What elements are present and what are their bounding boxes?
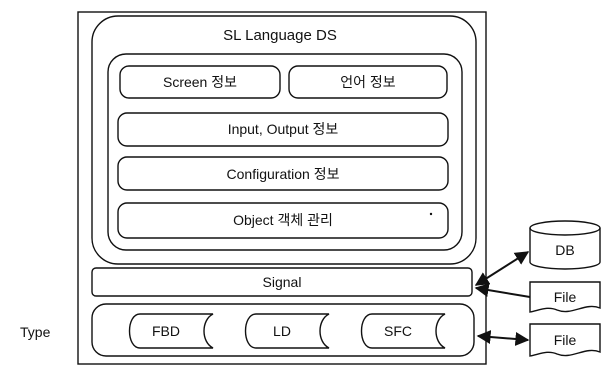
outer-frame [77,11,487,365]
diagram-title: SL Language DS [223,27,337,44]
io-info-label: Input, Output 정보 [227,121,339,137]
file-type-label: File [553,332,577,348]
ld-label: LD [273,323,291,339]
db-label: DB [555,242,575,258]
arrow-db-signal [474,251,530,286]
sfc-shape [360,313,446,349]
configuration-info-box [117,156,449,191]
signal-box [91,267,473,297]
configuration-info-label: Configuration 정보 [226,166,340,182]
arrow-file-type [476,330,530,346]
arrow-file-signal [474,283,531,298]
fbd-label: FBD [152,323,180,339]
sl-language-ds-box [91,15,477,265]
screen-info-box [119,65,281,99]
type-container [91,303,475,357]
screen-info-label: Screen 정보 [162,74,237,90]
file-signal-label: File [553,289,577,305]
file-doc-type [529,323,601,357]
stray-dot [429,212,433,216]
ld-shape [244,313,330,349]
io-info-box [117,112,449,147]
file-doc-signal [529,281,601,313]
language-info-label: 언어 정보 [340,74,396,90]
object-info-label: Object 객체 관리 [233,212,333,228]
object-info-box [117,202,449,239]
db-cylinder [529,220,601,270]
fbd-shape [128,313,214,349]
sfc-label: SFC [384,323,412,339]
language-info-box [288,65,448,99]
signal-label: Signal [262,274,302,290]
type-label: Type [20,324,51,340]
info-container [107,53,463,251]
